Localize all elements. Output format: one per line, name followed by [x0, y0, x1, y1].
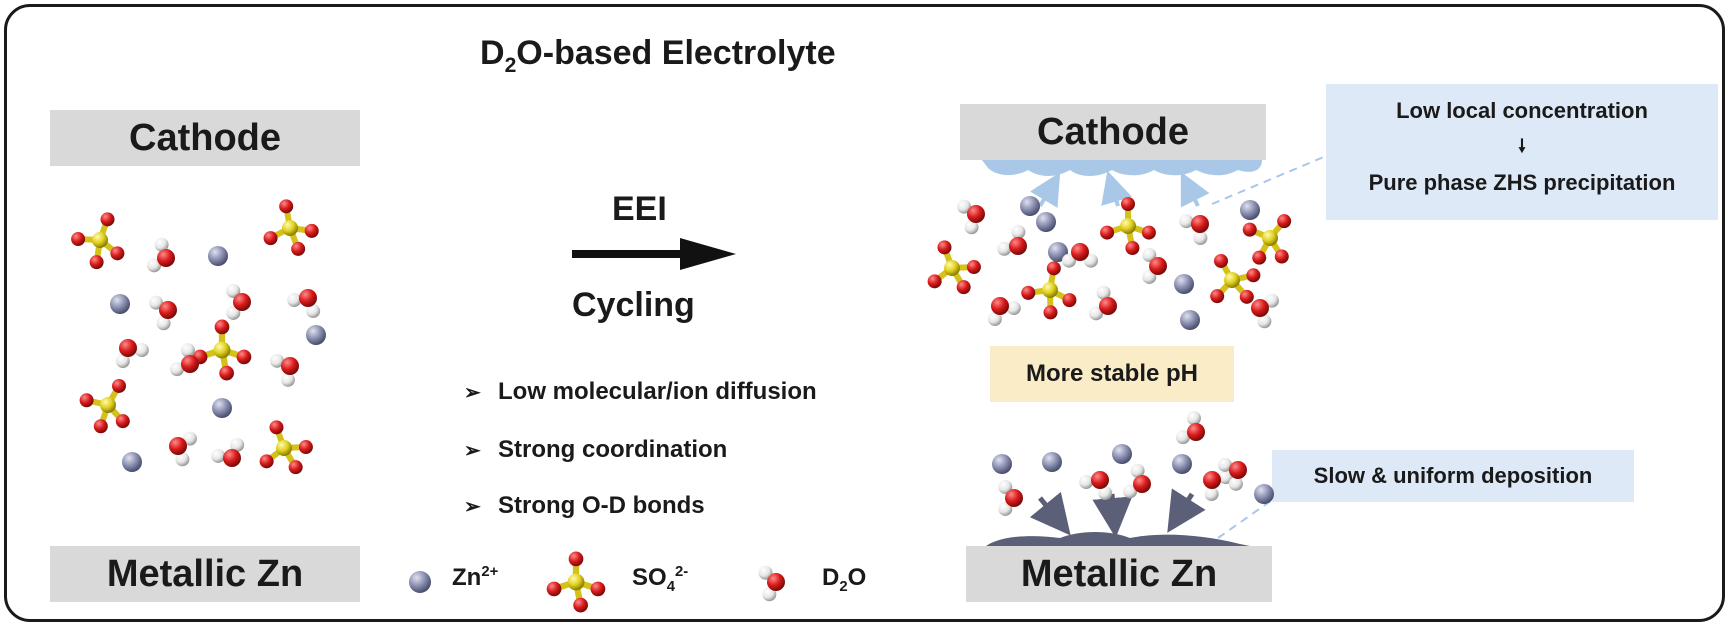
bullet-marker: ➢ [464, 439, 481, 462]
d2o-molecule [149, 295, 177, 331]
d2o-molecule [1217, 457, 1247, 491]
d2o-molecule [1089, 285, 1117, 321]
d2o-molecule [1142, 248, 1167, 284]
sulfate-ion [1100, 197, 1156, 255]
bullet-item: ➢ Strong coordination [464, 436, 728, 463]
callout-leader-top [1211, 155, 1327, 205]
d2o-molecule [1251, 293, 1279, 329]
d2o-molecule [957, 199, 985, 235]
sulfate-ion [1210, 253, 1261, 304]
zn-ion [1112, 444, 1132, 464]
zn-ion [1020, 196, 1040, 216]
upward-arrows [1030, 170, 1210, 208]
process-arrow [572, 238, 736, 270]
zn-ion [1180, 310, 1200, 330]
zn-ion [110, 294, 130, 314]
zn-ion [1172, 454, 1192, 474]
zn-ion [212, 398, 232, 418]
zn-ion [306, 325, 326, 345]
bullet-marker: ➢ [464, 381, 481, 404]
sulfate-ion [79, 378, 130, 434]
left-zn-label: Metallic Zn [50, 546, 360, 602]
callout-top-box: Low local concentration 🠗 Pure phase ZHS… [1326, 84, 1718, 220]
sulfate-ion [927, 240, 981, 295]
sulfate-ion [1242, 214, 1292, 265]
d2o-molecule [1079, 471, 1113, 501]
sulfate-ion [546, 551, 606, 613]
d2o-molecule [1062, 243, 1098, 268]
arrow-bottom-label: Cycling [572, 286, 695, 324]
zn-ion [409, 571, 431, 593]
zn-ion [992, 454, 1012, 474]
ph-label-box: More stable pH [990, 346, 1234, 402]
callout-down-arrow-icon: 🠗 [1518, 136, 1526, 156]
d2o-molecule [998, 480, 1023, 516]
d2o-molecule [226, 284, 251, 320]
figure-title: D2O-based Electrolyte [480, 34, 836, 77]
figure-frame [4, 4, 1725, 622]
d2o-molecule [211, 437, 245, 467]
d2o-molecule [269, 353, 299, 387]
zn-ion [122, 452, 142, 472]
sulfate-ion [1021, 261, 1077, 320]
sulfate-ion [263, 199, 319, 256]
legend-so4-label: SO42- [632, 564, 689, 595]
d2o-molecule [169, 431, 197, 467]
zn-ion [1174, 274, 1194, 294]
legend-zn-label: Zn2+ [452, 564, 499, 591]
callout-line1: Low local concentration [1396, 98, 1648, 123]
zn-deposit-layer [986, 532, 1250, 546]
d2o-molecule [1123, 463, 1151, 499]
sei-layer [982, 160, 1262, 176]
callout-leader-bottom [1217, 499, 1273, 539]
molecules [71, 196, 1292, 613]
zn-ion [1042, 452, 1062, 472]
bullet-item: ➢ Low molecular/ion diffusion [464, 378, 817, 405]
zn-ion [1240, 200, 1260, 220]
zn-ion [1254, 484, 1274, 504]
callout-line2: Pure phase ZHS precipitation [1368, 170, 1676, 195]
d2o-molecule [987, 297, 1021, 327]
bullet-marker: ➢ [464, 495, 481, 518]
d2o-molecule [1179, 214, 1209, 245]
d2o-molecule [758, 565, 785, 602]
deposition-label-box: Slow & uniform deposition [1272, 450, 1634, 502]
left-cathode-label: Cathode [50, 110, 360, 166]
d2o-molecule [997, 225, 1027, 256]
sulfate-ion [192, 319, 252, 381]
arrow-top-label: EEI [612, 190, 667, 228]
sulfate-ion [259, 420, 313, 475]
d2o-molecule [287, 289, 321, 319]
legend-d2o-label: D2O [822, 564, 867, 595]
sulfate-ion [71, 212, 125, 270]
d2o-molecule [1175, 411, 1205, 445]
right-cathode-label: Cathode [960, 104, 1266, 160]
d2o-molecule [115, 339, 149, 369]
zn-ion [1036, 212, 1056, 232]
d2o-molecule [169, 343, 199, 377]
d2o-molecule [1203, 470, 1233, 501]
right-zn-label: Metallic Zn [966, 546, 1272, 602]
zn-ion [1048, 242, 1068, 262]
d2o-molecule [147, 237, 175, 273]
bullet-item: ➢ Strong O-D bonds [464, 492, 705, 519]
zn-ion [208, 246, 228, 266]
deposition-arrows [1029, 488, 1206, 538]
